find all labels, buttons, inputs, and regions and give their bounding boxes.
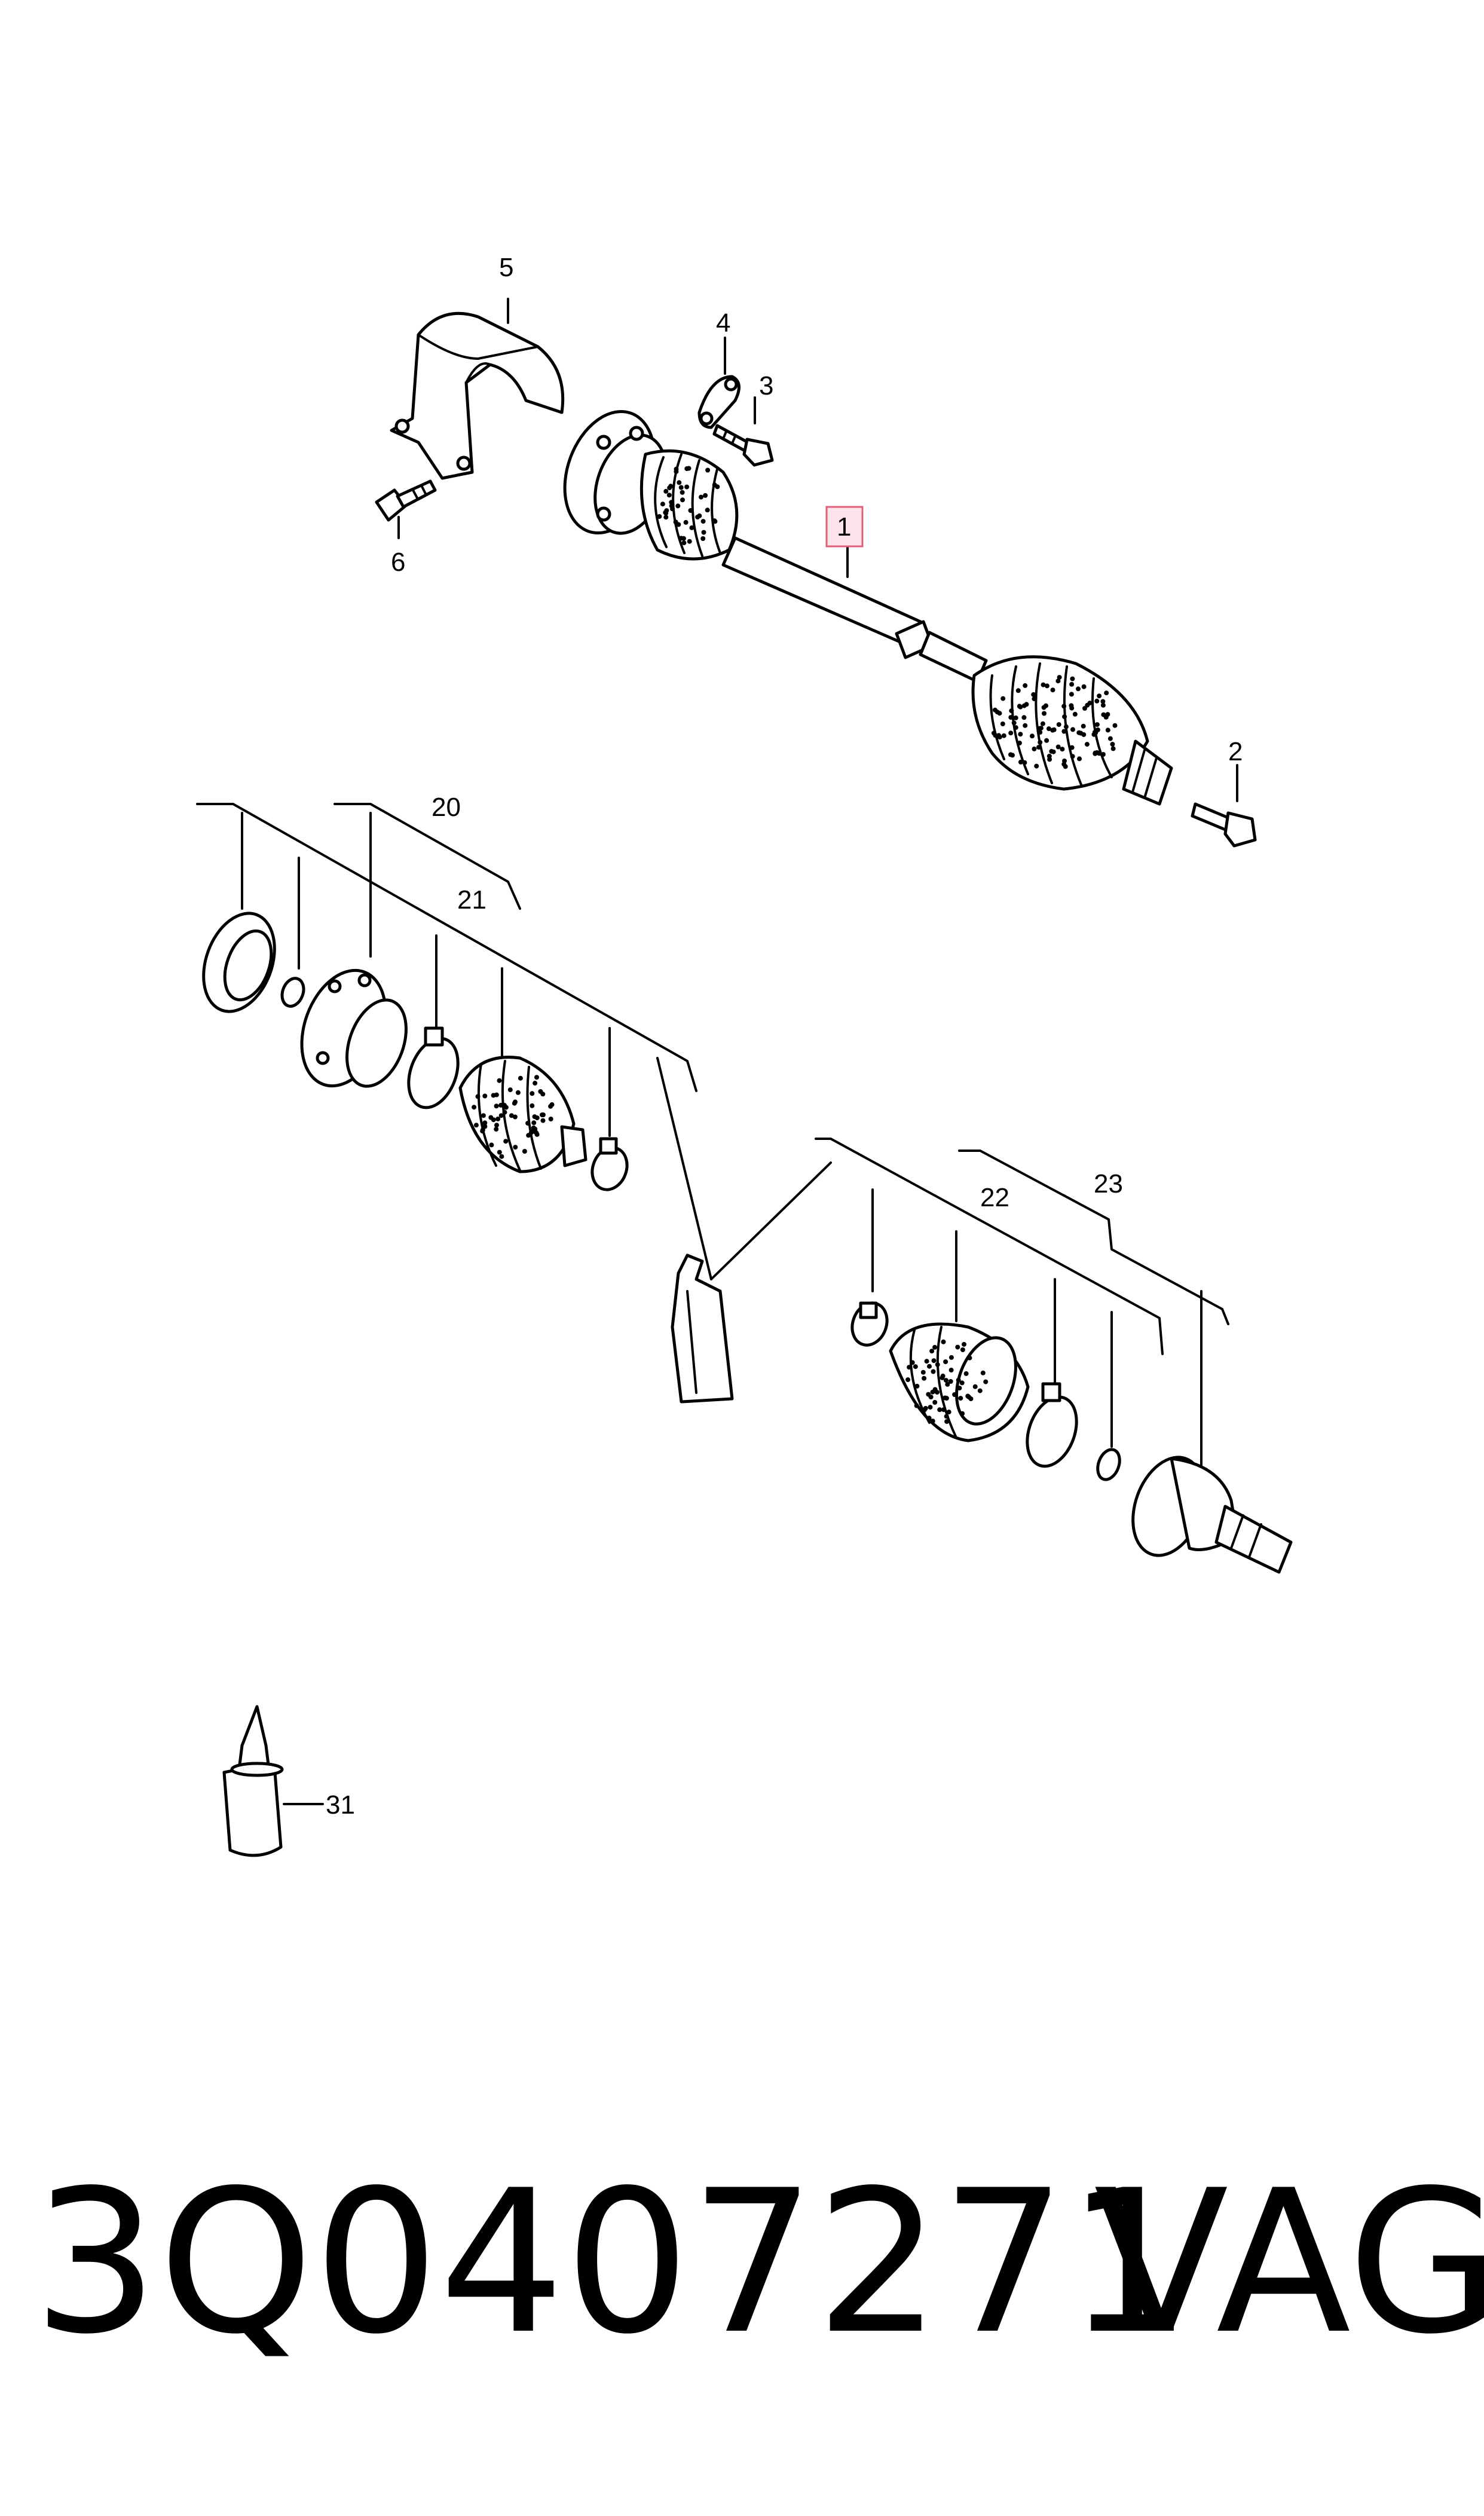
cv-joint-outer[interactable]: [1120, 1447, 1293, 1574]
circlip-2[interactable]: [1094, 1447, 1124, 1482]
callout-3[interactable]: 3: [759, 371, 773, 401]
bolt-part-6[interactable]: [375, 479, 437, 522]
heat-shield-part-5[interactable]: [390, 311, 565, 480]
bolt-part-3[interactable]: [712, 424, 774, 467]
leader-lines: [397, 298, 1238, 802]
callout-31[interactable]: 31: [326, 1790, 355, 1820]
boot-texture-3: [472, 1075, 555, 1159]
bracket-group-22-23: [710, 1138, 1229, 1472]
callout-4[interactable]: 4: [716, 308, 730, 338]
circlip[interactable]: [279, 976, 307, 1010]
sealant-bottle-part-31[interactable]: [222, 1705, 324, 1857]
clamp-small-2[interactable]: [846, 1298, 892, 1350]
bolt-part-2[interactable]: [1191, 802, 1257, 848]
seal-ring[interactable]: [191, 903, 287, 1021]
clamp-large[interactable]: [400, 1026, 467, 1114]
callout-22[interactable]: 22: [980, 1183, 1009, 1212]
callout-21[interactable]: 21: [457, 885, 486, 915]
drive-shaft-part-1[interactable]: [549, 399, 1173, 806]
boot-outer[interactable]: [889, 1322, 1030, 1442]
boot-texture-4: [905, 1339, 989, 1424]
lock-plate-part-4[interactable]: [697, 375, 741, 429]
boot-inner[interactable]: [458, 1056, 588, 1173]
callout-5[interactable]: 5: [499, 253, 513, 282]
callout-6[interactable]: 6: [391, 548, 405, 577]
callout-1[interactable]: 1: [837, 512, 851, 542]
boot-texture-1: [657, 466, 720, 546]
cv-joint-inner[interactable]: [287, 959, 417, 1097]
grease-tube[interactable]: [671, 1254, 734, 1404]
boot-texture-2: [991, 675, 1118, 769]
callout-2[interactable]: 2: [1228, 737, 1243, 766]
part-number: 3Q0407271: [33, 2148, 1192, 2377]
clamp-large-2[interactable]: [1018, 1382, 1085, 1473]
callout-20[interactable]: 20: [432, 793, 461, 822]
clamp-small[interactable]: [586, 1137, 632, 1194]
brand-name: VAG: [1094, 2148, 1484, 2377]
callout-1-highlight: [825, 506, 864, 548]
bracket-group-20-21: [196, 803, 712, 1280]
callout-23[interactable]: 23: [1094, 1169, 1123, 1199]
